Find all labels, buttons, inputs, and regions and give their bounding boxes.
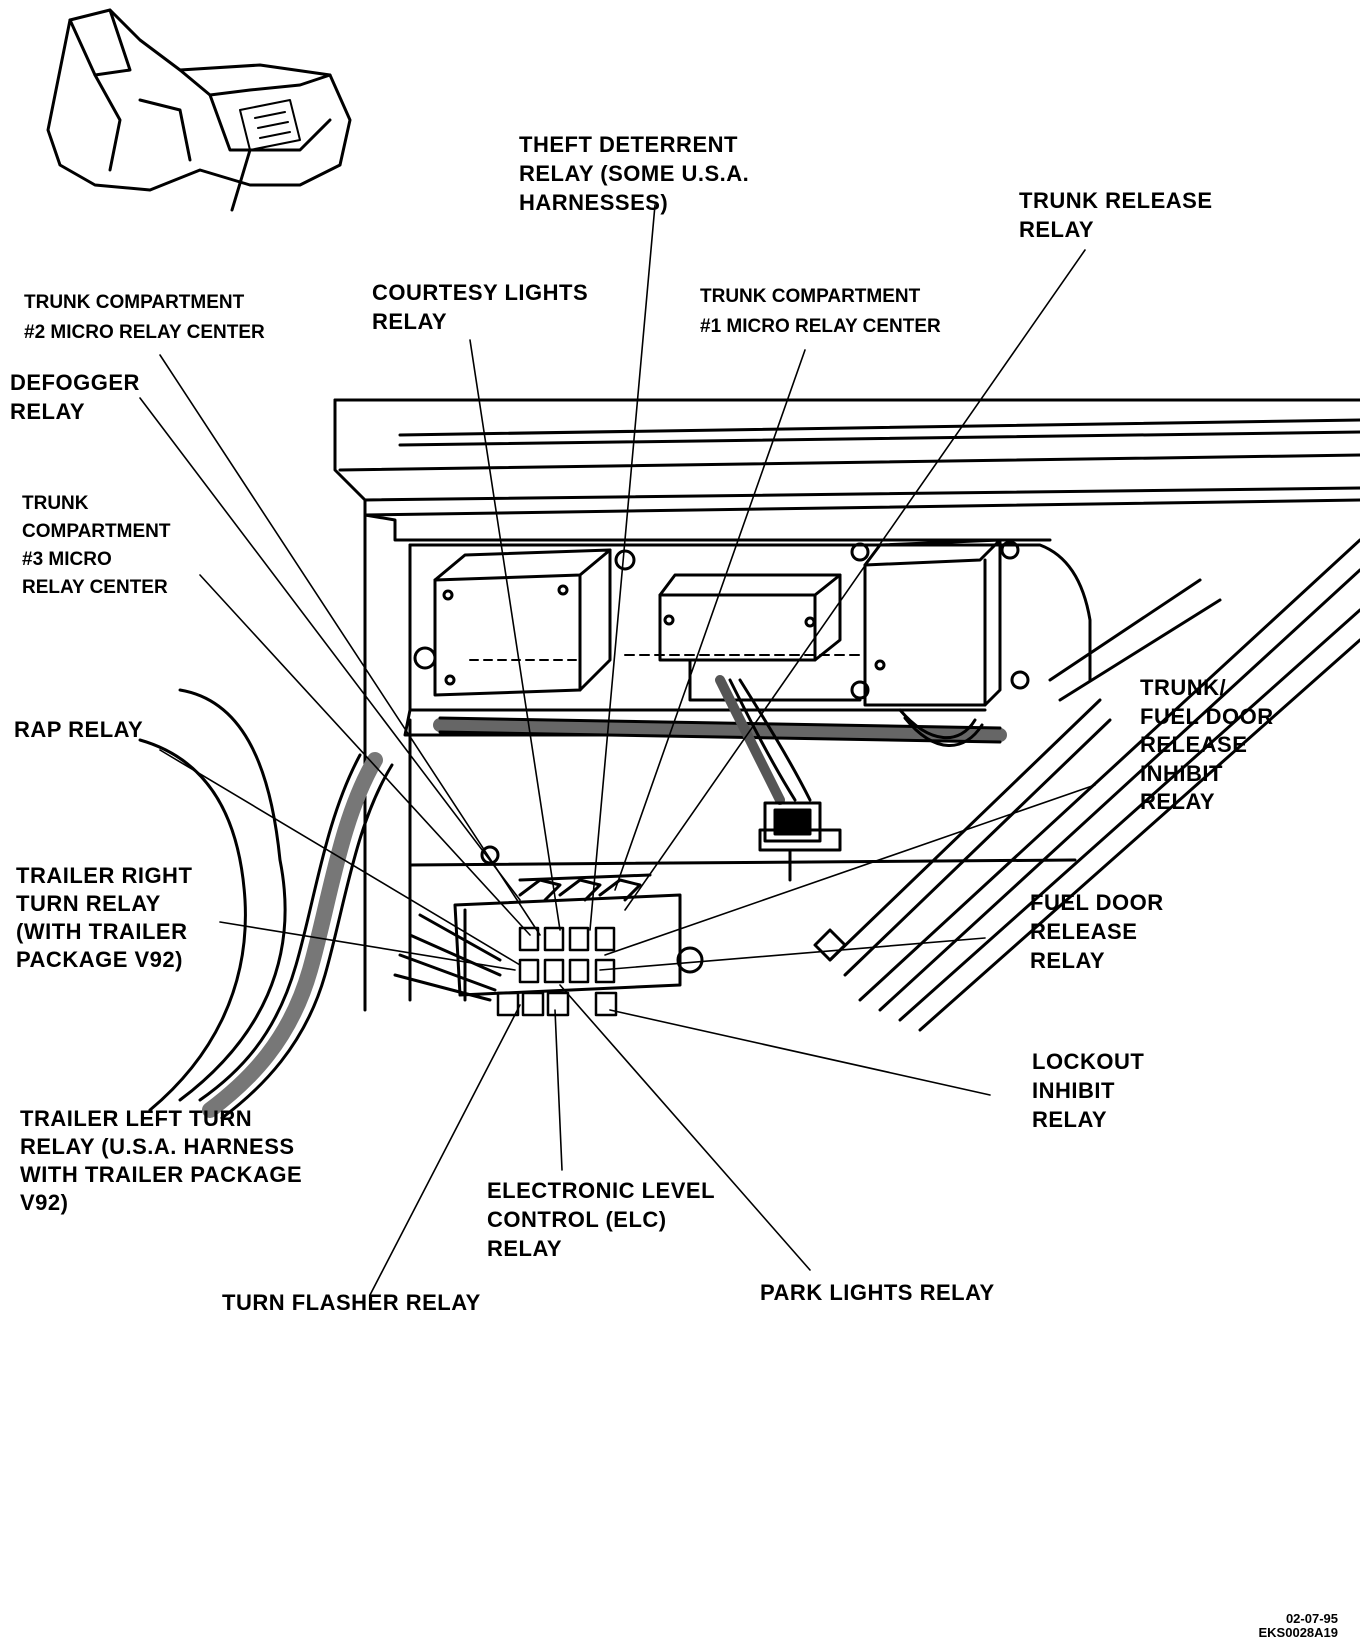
leader-fuel-door-release (599, 937, 986, 971)
label-electronic-level-control-relay: ELECTRONIC LEVEL CONTROL (ELC) RELAY (487, 1178, 716, 1261)
leader-lines (139, 204, 1096, 1296)
label-rap-relay: RAP RELAY (14, 717, 144, 742)
label-lockout-inhibit-relay: LOCKOUT INHIBIT RELAY (1032, 1049, 1145, 1132)
leader-trunk-right-turn (219, 921, 516, 971)
label-trunk-micro-relay-center-3: TRUNK COMPARTMENT #3 MICRO RELAY CENTER (22, 493, 171, 598)
figure-code: EKS0028A19 (1258, 1625, 1339, 1640)
label-trailer-left-turn-relay: TRAILER LEFT TURN RELAY (U.S.A. HARNESS … (20, 1106, 303, 1215)
label-turn-flasher-relay: TURN FLASHER RELAY (222, 1290, 481, 1315)
leader-trunk-mrc2 (159, 354, 541, 936)
micro-relay-center-3 (863, 538, 1030, 707)
leader-trunk-mrc1 (614, 349, 806, 891)
label-park-lights-relay: PARK LIGHTS RELAY (760, 1280, 995, 1305)
micro-relay-center-1 (624, 542, 870, 702)
label-trunk-release-relay: TRUNK RELEASE RELAY (1019, 188, 1213, 242)
lower-relay-bracket (408, 718, 1077, 1002)
left-harness (138, 688, 502, 1120)
label-trunk-micro-relay-center-1: TRUNK COMPARTMENT #1 MICRO RELAY CENTER (700, 286, 941, 337)
trunk-panel (333, 398, 1360, 1012)
label-trailer-right-turn-relay: TRAILER RIGHT TURN RELAY (WITH TRAILER P… (16, 863, 193, 972)
leader-lockout-inhibit (609, 1009, 991, 1096)
figure-reference: 02-07-95 EKS0028A19 (1259, 1612, 1339, 1640)
harness-connector (758, 801, 842, 882)
leader-park-lights (559, 984, 811, 1271)
leader-rap (159, 749, 521, 966)
wire-harness (433, 675, 1007, 805)
leader-defogger (139, 397, 521, 901)
right-body-panel (813, 538, 1360, 1032)
relay-sockets (496, 926, 618, 1017)
car-locator-thumbnail (46, 8, 352, 212)
leader-turn-flasher (369, 1004, 521, 1296)
micro-relay-center-2 (413, 548, 636, 697)
leader-trunk-fuel-inhibit (604, 784, 1096, 956)
figure-date: 02-07-95 (1285, 1611, 1338, 1626)
leader-theft-deterrent (589, 204, 656, 931)
label-defogger-relay: DEFOGGER RELAY (10, 370, 140, 424)
label-trunk-fuel-door-release-inhibit-relay: TRUNK/ FUEL DOOR RELEASE INHIBIT RELAY (1140, 675, 1274, 814)
leader-courtesy-lights (469, 339, 561, 931)
leader-trunk-mrc3 (199, 574, 531, 936)
label-theft-deterrent-relay: THEFT DETERRENT RELAY (SOME U.S.A. HARNE… (519, 132, 750, 215)
label-courtesy-lights-relay: COURTESY LIGHTS RELAY (372, 280, 589, 334)
leader-trunk-release (624, 249, 1086, 911)
label-trunk-micro-relay-center-2: TRUNK COMPARTMENT #2 MICRO RELAY CENTER (24, 292, 265, 343)
label-fuel-door-release-relay: FUEL DOOR RELEASE RELAY (1030, 890, 1164, 973)
leader-elc (554, 1009, 563, 1171)
